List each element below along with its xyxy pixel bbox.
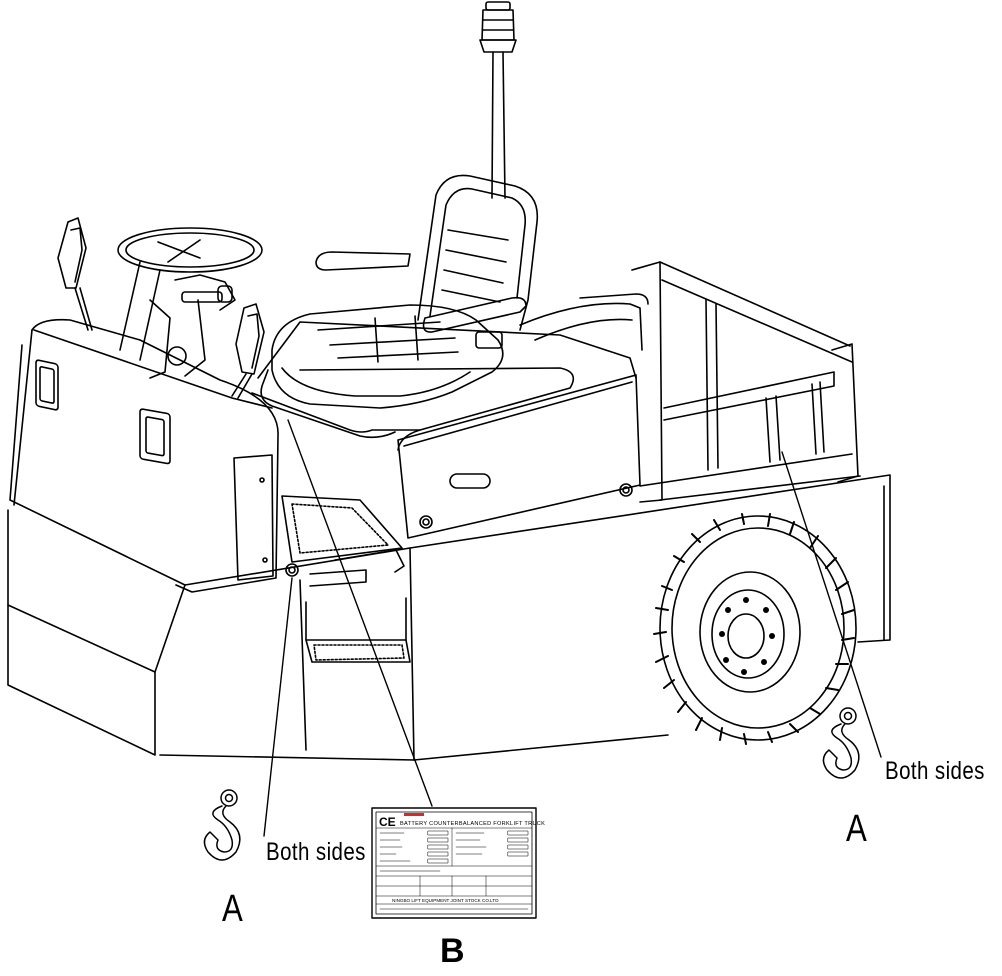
- nameplate: CE BATTERY COUNTERBALANCED FORKLIFT TRUC…: [371, 807, 545, 919]
- lifting-hook-icon-right: [822, 707, 860, 779]
- nameplate-company: NINGBO LIFT EQUIPMENT JOINT STOCK CO.LTD: [392, 898, 499, 903]
- nameplate-title: BATTERY COUNTERBALANCED FORKLIFT TRUCK: [400, 821, 545, 827]
- rear-wheel: [653, 513, 857, 745]
- leader-line-b: [287, 419, 433, 807]
- callout-letter-b: B: [440, 932, 465, 970]
- cargo-rail: [519, 261, 861, 503]
- lifting-hook-icon-left: [203, 789, 241, 861]
- brand-mark: [404, 813, 424, 816]
- driver-seat: [260, 174, 539, 439]
- hook-label-right: Both sides: [885, 757, 985, 785]
- leader-line-right: [781, 451, 882, 758]
- hook-label-left: Both sides: [266, 838, 366, 866]
- leader-lines: [263, 419, 882, 837]
- leader-line-left: [263, 577, 293, 837]
- body-chassis: [7, 321, 891, 761]
- floor-step: [281, 495, 411, 663]
- left-mirror: [57, 217, 93, 331]
- front-cowl: [9, 318, 299, 593]
- callout-letter-a-left: A: [222, 888, 243, 930]
- steering-wheel: [117, 227, 263, 379]
- callout-letter-a-right: A: [846, 808, 867, 850]
- rear-shelf: [315, 251, 411, 271]
- beacon-light: [479, 1, 517, 199]
- ce-mark: CE: [379, 815, 396, 829]
- right-mirror: [231, 303, 265, 399]
